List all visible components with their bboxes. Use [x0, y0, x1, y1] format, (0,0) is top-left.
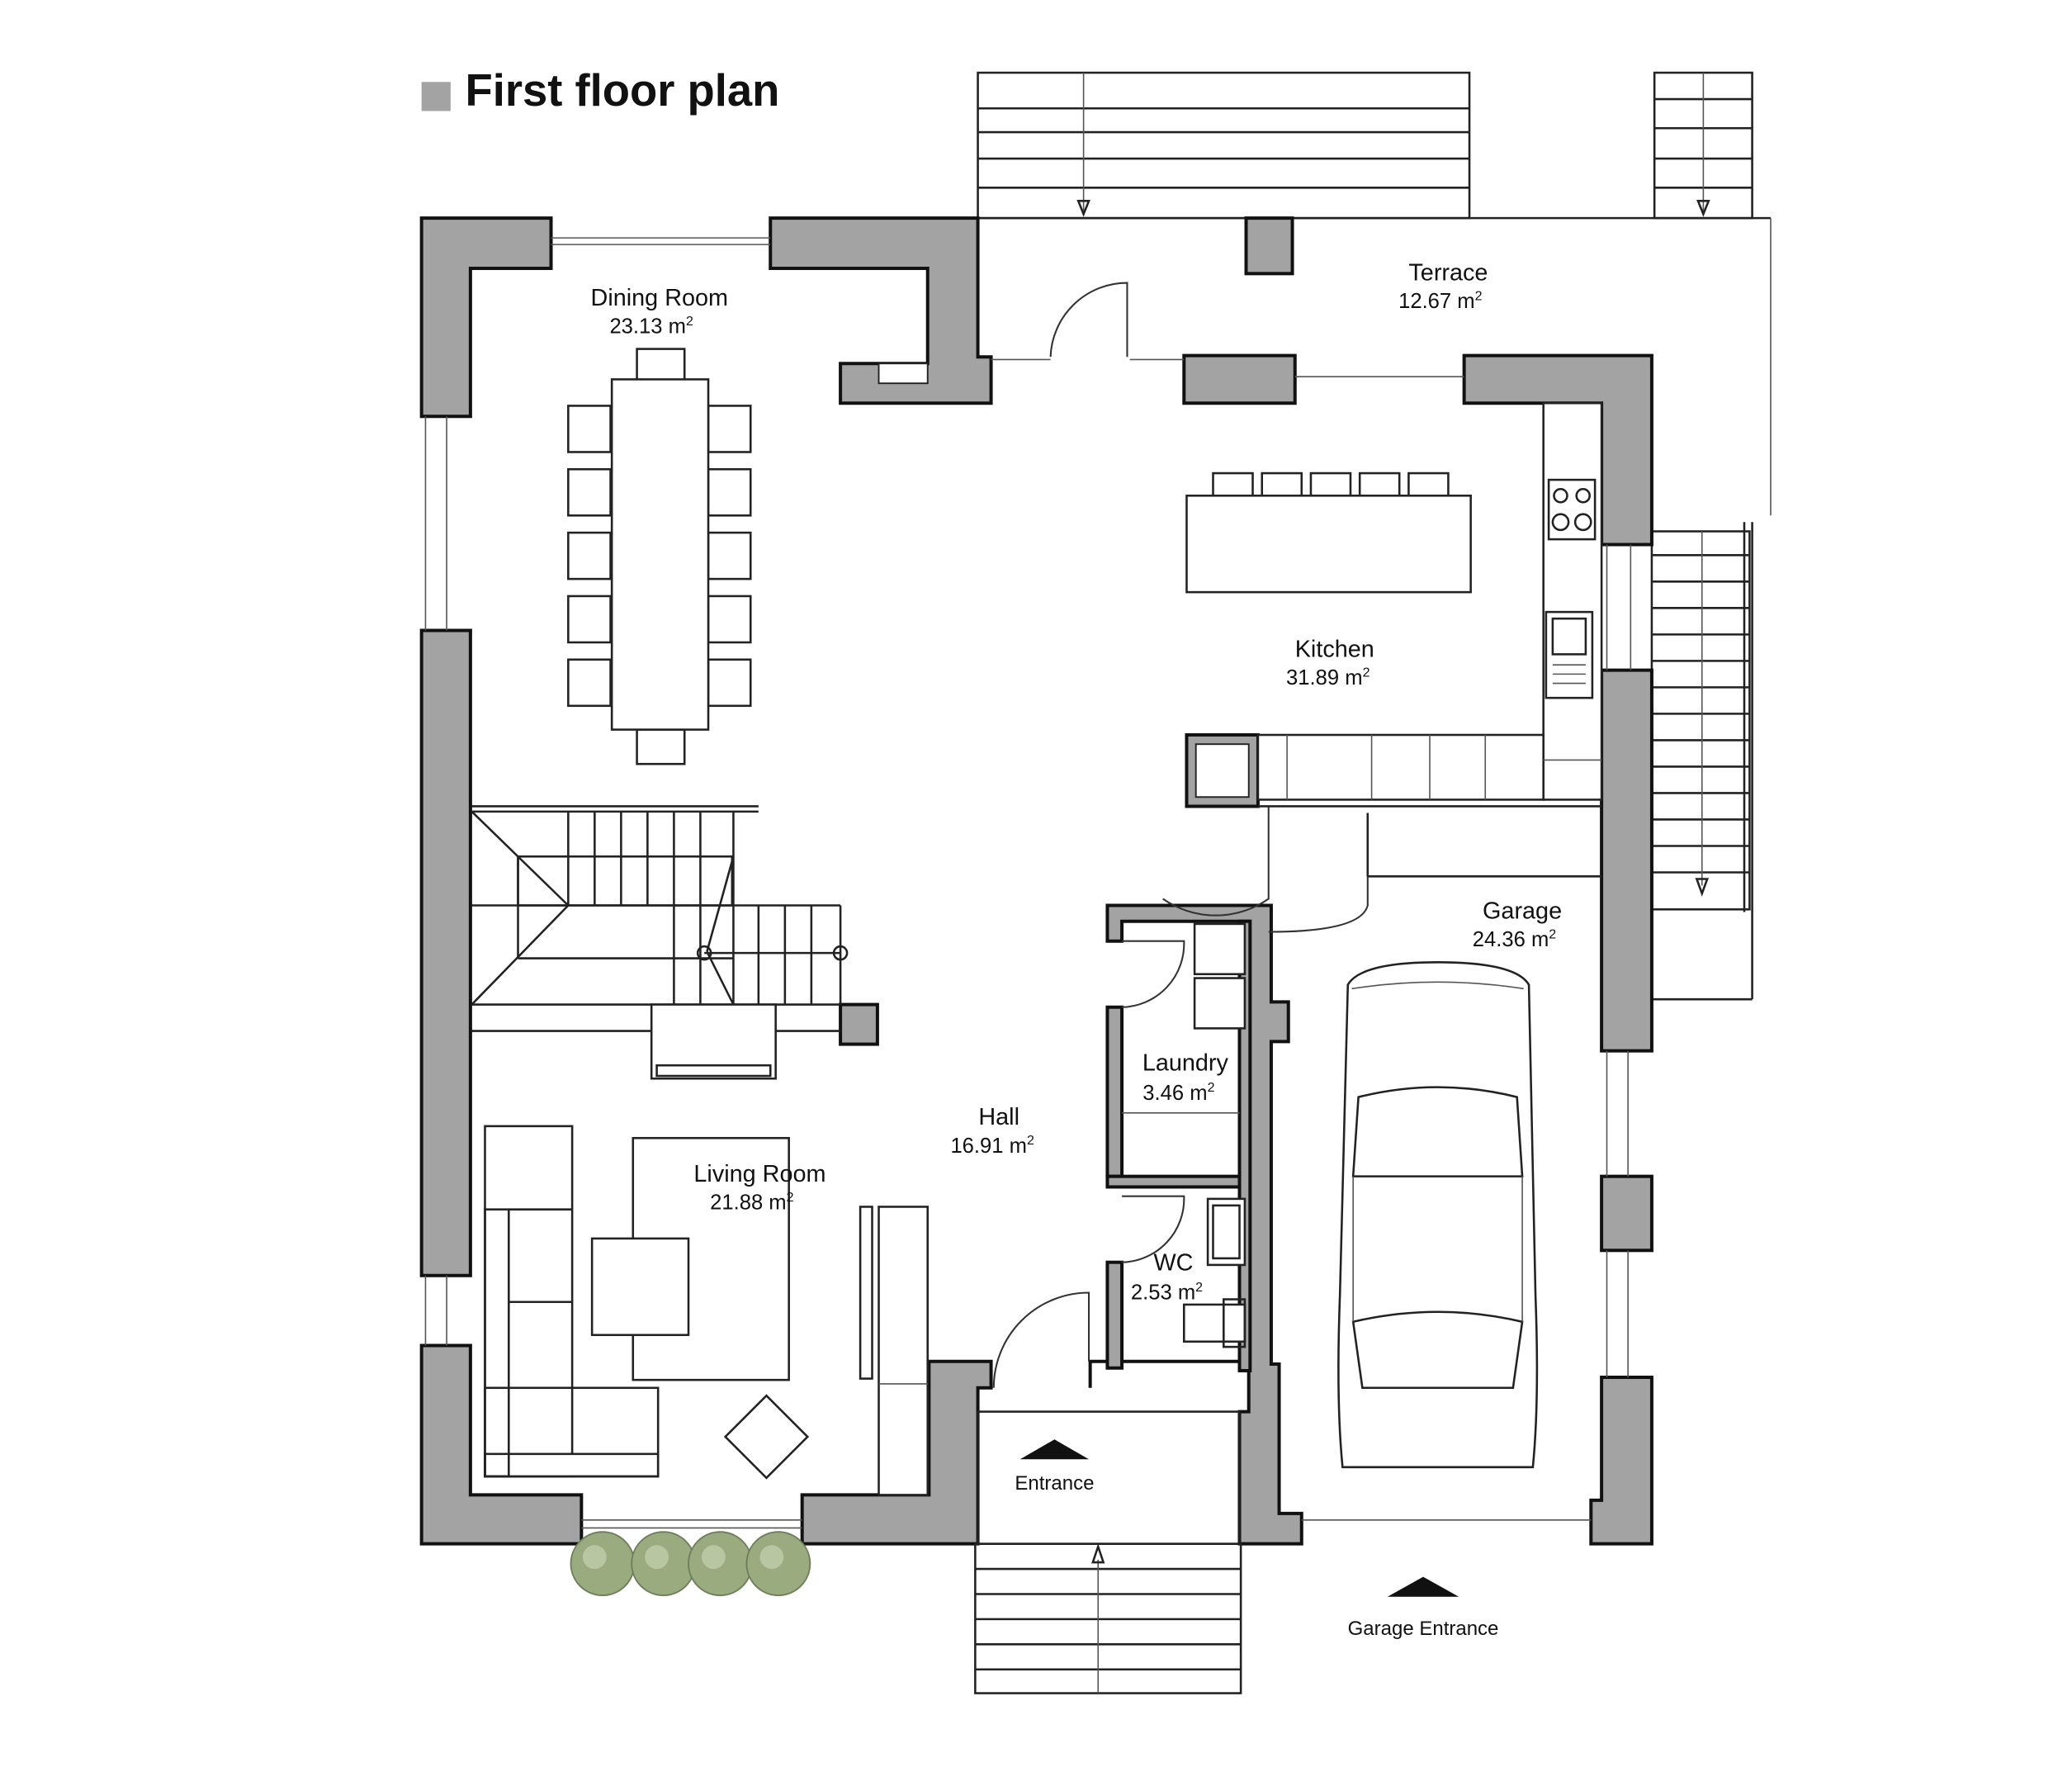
living-room-furniture: [484, 1125, 930, 1496]
rug: [632, 1136, 790, 1381]
terrace-steps-left: [977, 71, 1471, 220]
main-staircase: [471, 805, 849, 1032]
garage-entrance-label: Garage Entrance: [1348, 1618, 1499, 1640]
terrace-column: [1244, 216, 1294, 276]
terrace-steps-right: [1653, 71, 1753, 220]
room-area: 12.67 m2: [1398, 289, 1483, 313]
kitchen-counters: [1256, 401, 1603, 801]
laundry-fixtures: [1122, 922, 1247, 1114]
stair-direction-arrow-icon: [1091, 1542, 1105, 1564]
room-area: 24.36 m2: [1473, 928, 1557, 952]
coffee-table: [590, 1237, 690, 1337]
entrance-arrow-icon: [1019, 1439, 1090, 1460]
cabinet: [878, 1206, 930, 1496]
stair-direction-arrow-icon: [1076, 200, 1090, 217]
room-label-wc: WC 2.53 m2: [1131, 1249, 1203, 1304]
room-area: 23.13 m2: [609, 315, 693, 339]
room-area: 16.91 m2: [950, 1134, 1034, 1158]
dining-table: [610, 378, 710, 731]
room-label-kitchen: Kitchen 31.89 m2: [1286, 637, 1374, 690]
room-label-hall: Hall 16.91 m2: [950, 1104, 1034, 1158]
fireplace: [650, 1003, 777, 1080]
room-label-living: Living Room 21.88 m2: [693, 1161, 825, 1215]
room-area: 2.53 m2: [1131, 1281, 1203, 1305]
stair-direction-arrow-icon: [1695, 878, 1710, 897]
room-name: Garage: [1483, 898, 1562, 925]
room-area: 3.46 m2: [1142, 1081, 1214, 1105]
room-name: Living Room: [693, 1161, 825, 1187]
side-table: [723, 1394, 810, 1480]
dining-table-set: [567, 348, 752, 765]
room-name: Dining Room: [591, 285, 728, 311]
side-stairs: [1650, 522, 1753, 1001]
shrubs: [570, 1531, 811, 1597]
doors: [992, 282, 1369, 1388]
room-name: Kitchen: [1295, 637, 1374, 663]
room-label-laundry: Laundry 3.46 m2: [1142, 1050, 1229, 1105]
interior-walls: [1105, 919, 1252, 1372]
stair-column: [839, 1002, 879, 1046]
garage-entrance-arrow-icon: [1387, 1576, 1459, 1597]
room-area: 21.88 m2: [710, 1191, 794, 1215]
entrance-steps: [974, 1542, 1242, 1694]
room-name: Terrace: [1408, 259, 1488, 286]
wc-fixtures: [1183, 1197, 1247, 1348]
stair-direction-arrow-icon: [1696, 200, 1710, 217]
cooktop: [1547, 478, 1597, 541]
room-area: 31.89 m2: [1286, 666, 1370, 690]
entrance-label: Entrance: [1015, 1472, 1094, 1495]
room-name: Hall: [978, 1104, 1019, 1130]
plan-title: First floor plan: [465, 65, 779, 116]
tv: [859, 1206, 873, 1380]
room-name: Laundry: [1142, 1050, 1229, 1077]
room-label-garage: Garage 24.36 m2: [1473, 898, 1562, 952]
windows: [424, 237, 1632, 1529]
room-name: WC: [1153, 1249, 1193, 1276]
room-label-dining: Dining Room 23.13 m2: [591, 285, 728, 339]
legend-swatch-icon: [421, 82, 451, 111]
car-icon: [1337, 961, 1539, 1469]
entrance-porch: Entrance: [977, 1410, 1241, 1545]
kitchen-island: [1185, 471, 1472, 594]
room-label-terrace: Terrace 12.67 m2: [1398, 259, 1488, 313]
